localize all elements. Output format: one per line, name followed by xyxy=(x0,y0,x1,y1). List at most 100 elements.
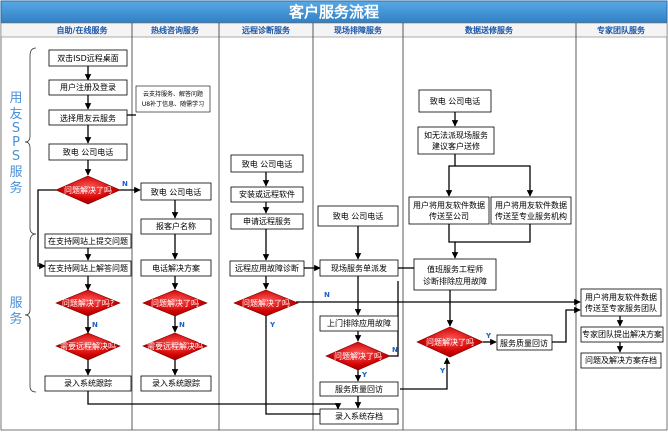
svg-text:传送至专家服务团队: 传送至专家服务团队 xyxy=(585,303,657,313)
node-send-company xyxy=(408,196,490,225)
svg-text:建议客户送修: 建议客户送修 xyxy=(432,141,480,151)
svg-text:问题解决了吗: 问题解决了吗 xyxy=(64,185,112,195)
node-col5-call xyxy=(418,89,492,113)
node-col2-record xyxy=(140,375,212,392)
node-install-remote xyxy=(230,186,304,203)
column-title-repair: 数据送修服务 xyxy=(465,25,514,35)
decision-col3-solved xyxy=(233,289,299,317)
column-title-expert: 专家团队服务 xyxy=(597,25,646,35)
svg-text:录入系统存档: 录入系统存档 xyxy=(335,411,383,421)
svg-text:问题及解决方案存档: 问题及解决方案存档 xyxy=(585,355,657,365)
svg-text:远程应用故障诊断: 远程应用故障诊断 xyxy=(235,263,299,273)
node-expert-propose xyxy=(580,326,664,343)
node-report-name xyxy=(140,218,212,235)
svg-text:服务质量回访: 服务质量回访 xyxy=(500,338,548,348)
svg-text:服: 服 xyxy=(9,165,22,180)
decision-col1-need-remote xyxy=(55,332,121,361)
node-col4-quality xyxy=(319,381,399,397)
svg-text:值班服务工程师: 值班服务工程师 xyxy=(427,264,483,274)
svg-text:致电 公司电话: 致电 公司电话 xyxy=(242,159,293,169)
decision-col2-need-remote xyxy=(142,332,208,361)
svg-text:N: N xyxy=(92,321,98,329)
svg-text:录入系统跟踪: 录入系统跟踪 xyxy=(64,378,112,388)
node-col3-call xyxy=(230,154,304,173)
svg-text:传送至公司: 传送至公司 xyxy=(429,211,469,221)
svg-text:申请远程服务: 申请远程服务 xyxy=(243,216,291,226)
column-header-row xyxy=(0,22,668,38)
svg-text:服: 服 xyxy=(9,296,22,311)
node-col1-call xyxy=(48,143,128,161)
svg-text:S: S xyxy=(12,149,20,164)
svg-text:安装或远程软件: 安装或远程软件 xyxy=(239,189,295,199)
svg-text:现场服务单派发: 现场服务单派发 xyxy=(331,263,387,273)
svg-text:专家团队提出解决方案: 专家团队提出解决方案 xyxy=(582,329,662,339)
svg-text:用户注册及登录: 用户注册及登录 xyxy=(60,82,116,92)
column-title-remote: 远程诊断服务 xyxy=(242,25,291,35)
brace-bottom xyxy=(24,233,37,393)
svg-text:N: N xyxy=(324,291,330,299)
svg-text:N: N xyxy=(179,321,185,329)
svg-text:云支持服务、解答问题: 云支持服务、解答问题 xyxy=(143,90,203,98)
page-title: 客户服务流程 xyxy=(288,3,379,21)
column-title-hotline: 热线咨询服务 xyxy=(151,25,200,35)
note-cloud-support xyxy=(135,85,211,113)
node-phone-solution xyxy=(140,259,212,277)
node-choose-cloud xyxy=(48,109,128,126)
svg-text:致电 公司电话: 致电 公司电话 xyxy=(430,96,481,106)
node-send-agency xyxy=(490,196,572,225)
node-register-login xyxy=(48,79,128,96)
node-remote-diagnose xyxy=(229,260,305,277)
svg-text:用户将用友软件数据: 用户将用友软件数据 xyxy=(413,200,485,210)
svg-text:用: 用 xyxy=(9,91,22,106)
connectors xyxy=(37,66,624,418)
brace-top xyxy=(24,47,37,235)
svg-text:服务质量回访: 服务质量回访 xyxy=(335,384,383,394)
svg-text:用户将用友软件数据: 用户将用友软件数据 xyxy=(585,292,657,302)
svg-text:致电 公司电话: 致电 公司电话 xyxy=(63,147,114,157)
svg-text:传送至专业服务机构: 传送至专业服务机构 xyxy=(495,211,567,221)
node-col5-quality xyxy=(496,334,553,351)
svg-text:问题解决了吗: 问题解决了吗 xyxy=(242,298,290,308)
node-suggest-repair xyxy=(417,126,495,155)
column-title-self-service: 自助/在线服务 xyxy=(57,25,109,35)
svg-text:录入系统跟踪: 录入系统跟踪 xyxy=(152,378,200,388)
svg-text:问题解决了吗?: 问题解决了吗? xyxy=(62,298,114,308)
side-label-service: 服 务 xyxy=(9,296,22,327)
svg-text:致电 公司电话: 致电 公司电话 xyxy=(151,187,202,197)
node-col1-record xyxy=(44,375,132,392)
node-submit-question xyxy=(44,233,132,249)
node-onsite-fix xyxy=(319,315,399,332)
svg-text:致电 公司电话: 致电 公司电话 xyxy=(333,211,384,221)
svg-text:需要远程解决吗: 需要远程解决吗 xyxy=(147,341,203,351)
svg-text:问题解决了吗: 问题解决了吗 xyxy=(151,298,199,308)
svg-text:Y: Y xyxy=(485,332,492,340)
node-engineer-diagnose xyxy=(413,258,497,291)
svg-text:选择用友云服务: 选择用友云服务 xyxy=(60,113,116,123)
svg-text:N: N xyxy=(392,346,398,354)
svg-text:U8补丁信息、随需学习: U8补丁信息、随需学习 xyxy=(142,100,204,108)
decision-col4-solved xyxy=(325,341,391,371)
node-dispatch xyxy=(319,259,399,277)
node-apply-remote xyxy=(230,213,304,230)
node-expert-archive xyxy=(580,352,662,369)
svg-text:Y: Y xyxy=(439,367,446,375)
node-col2-call xyxy=(140,182,212,201)
svg-text:用户将用友软件数据: 用户将用友软件数据 xyxy=(495,200,567,210)
node-send-expert-team xyxy=(580,288,662,317)
svg-text:在支持网站上提交问题: 在支持网站上提交问题 xyxy=(48,236,128,246)
decision-col2-solved xyxy=(142,289,208,317)
svg-text:P: P xyxy=(12,135,20,150)
svg-text:问题解决了吗: 问题解决了吗 xyxy=(334,351,382,361)
column-dividers xyxy=(131,23,577,430)
svg-text:报客户名称: 报客户名称 xyxy=(156,221,196,231)
node-remote-desktop xyxy=(48,49,128,67)
svg-text:N: N xyxy=(122,180,128,188)
svg-text:问题解决了吗: 问题解决了吗 xyxy=(426,337,474,347)
node-col4-call xyxy=(317,205,399,227)
svg-text:Y: Y xyxy=(269,321,276,329)
svg-text:务: 务 xyxy=(9,311,22,327)
decision-col1-solved-2 xyxy=(55,289,121,317)
node-col4-archive xyxy=(319,408,399,425)
svg-text:诊断排除应用故障: 诊断排除应用故障 xyxy=(423,276,487,286)
